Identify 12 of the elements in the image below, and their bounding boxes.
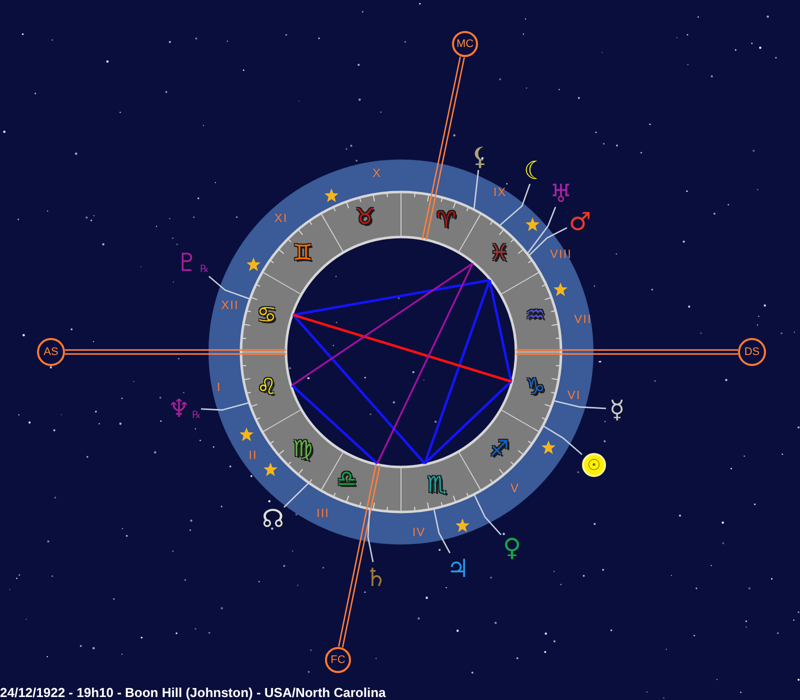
planet-symbol: ♃: [446, 553, 470, 583]
planet-symbol: ♇: [175, 247, 199, 277]
retrograde-mark: ℞: [200, 265, 209, 275]
axis-marker: AS: [37, 338, 65, 366]
retrograde-mark: ℞: [192, 411, 201, 421]
planet-symbol: ♄: [365, 562, 387, 592]
planet-symbol: ☿: [606, 394, 628, 424]
axis-marker: MC: [452, 31, 478, 57]
caption: 24/12/1922 - 19h10 - Boon Hill (Johnston) - USA/North Carolina: [0, 686, 386, 699]
axis-marker: FC: [325, 647, 351, 673]
planet-symbol: ♆: [167, 393, 191, 423]
axis-marker: DS: [738, 338, 766, 366]
